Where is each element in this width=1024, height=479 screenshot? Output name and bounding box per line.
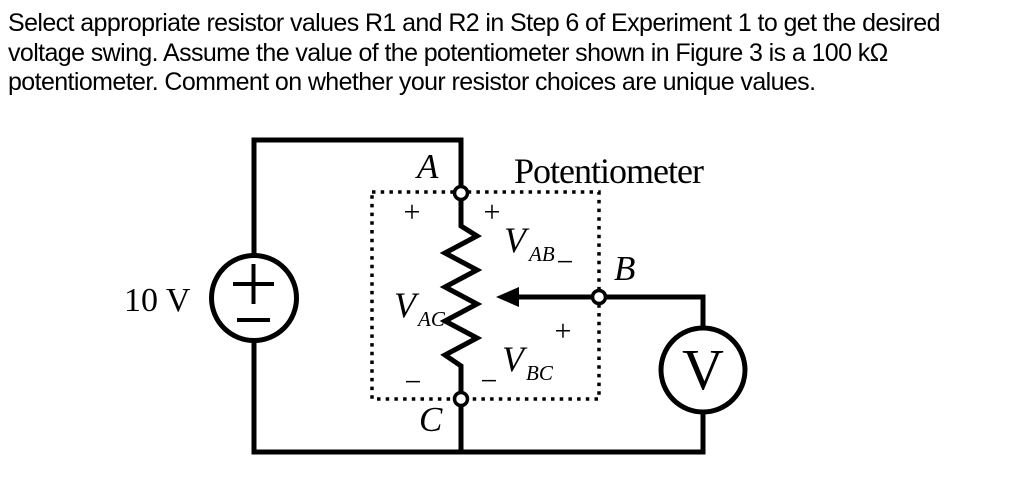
vbc-plus-sign: +	[555, 315, 572, 348]
potentiometer-boundary	[370, 190, 601, 401]
terminal-c-node	[452, 390, 470, 408]
terminal-a-node	[452, 184, 470, 202]
terminal-c-label: C	[419, 400, 443, 439]
vab-plus-sign: +	[484, 196, 501, 229]
vac-subscript: AC	[416, 307, 446, 331]
vab-symbol: V	[504, 220, 530, 260]
wiper-arrowhead-icon	[496, 287, 519, 307]
source-value-label: 10 V	[124, 282, 191, 319]
vab-minus-sign: −	[557, 246, 574, 279]
vac-plus-sign: +	[404, 196, 421, 229]
vac-symbol: V	[394, 285, 420, 325]
wire-top-loop	[251, 137, 464, 258]
question-line: Select appropriate resistor values R1 an…	[8, 9, 940, 37]
question-line: voltage swing. Assume the value of the p…	[8, 38, 888, 67]
voltmeter-circle	[658, 325, 748, 415]
source-plus-icon	[233, 264, 274, 304]
vac-minus-sign: −	[405, 366, 422, 399]
terminal-b-node	[590, 288, 608, 306]
voltmeter-label: V	[682, 337, 724, 402]
vbc-subscript: BC	[526, 361, 554, 385]
wire-bottom-loop	[251, 340, 706, 455]
vbc-symbol: V	[502, 339, 528, 379]
potentiometer-label: Potentiometer	[514, 151, 704, 191]
resistor-element	[439, 199, 483, 392]
vbc-minus-sign: −	[481, 365, 498, 398]
vab-subscript: AB	[527, 242, 555, 266]
wire-b-to-voltmeter	[599, 294, 706, 330]
question-line: potentiometer. Comment on whether your r…	[8, 68, 816, 96]
terminal-b-label: B	[614, 249, 635, 288]
question-text: Select appropriate resistor values R1 an…	[8, 9, 940, 98]
terminal-a-label: A	[415, 147, 439, 186]
